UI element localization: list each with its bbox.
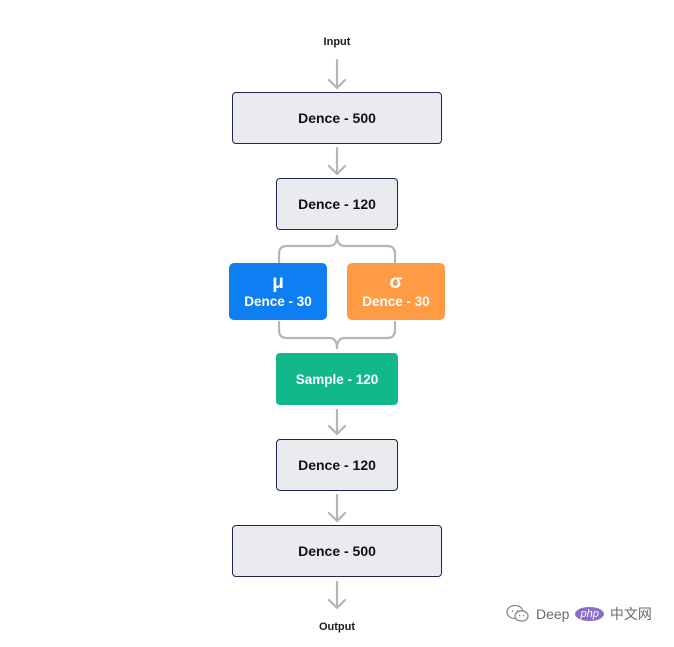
sigma-label: Dence - 30 bbox=[362, 293, 430, 309]
watermark-right-text: 中文网 bbox=[609, 606, 652, 622]
arrow-input-to-dense500 bbox=[327, 58, 347, 90]
dense-120-bottom-node: Dence - 120 bbox=[276, 439, 398, 491]
sample-node: Sample - 120 bbox=[276, 353, 398, 405]
dense-500-top-node: Dence - 500 bbox=[232, 92, 442, 144]
arrow-dense500-to-dense120 bbox=[327, 146, 347, 176]
dense-120-top-node: Dence - 120 bbox=[276, 178, 398, 230]
dense-500-bottom-label: Dence - 500 bbox=[298, 543, 376, 559]
php-logo: php bbox=[575, 607, 604, 621]
watermark: Deep php 中文网 bbox=[506, 604, 652, 624]
watermark-left-text: Deep bbox=[536, 606, 570, 622]
mu-symbol: μ bbox=[272, 271, 284, 293]
split-brace bbox=[277, 234, 397, 264]
output-label: Output bbox=[318, 621, 356, 633]
input-label: Input bbox=[323, 36, 351, 48]
dense-120-top-label: Dence - 120 bbox=[298, 196, 376, 212]
mu-node: μ Dence - 30 bbox=[229, 263, 327, 320]
arrow-sample-to-dense120 bbox=[327, 408, 347, 436]
sigma-node: σ Dence - 30 bbox=[347, 263, 445, 320]
wechat-icon bbox=[506, 604, 529, 622]
sigma-symbol: σ bbox=[389, 271, 403, 293]
sample-label: Sample - 120 bbox=[295, 371, 379, 387]
mu-label: Dence - 30 bbox=[244, 293, 312, 309]
arrow-dense500-to-output bbox=[327, 580, 347, 610]
dense-500-bottom-node: Dence - 500 bbox=[232, 525, 442, 577]
arrow-dense120-to-dense500 bbox=[327, 493, 347, 523]
merge-brace bbox=[277, 320, 397, 350]
dense-500-top-label: Dence - 500 bbox=[298, 110, 376, 126]
dense-120-bottom-label: Dence - 120 bbox=[298, 457, 376, 473]
